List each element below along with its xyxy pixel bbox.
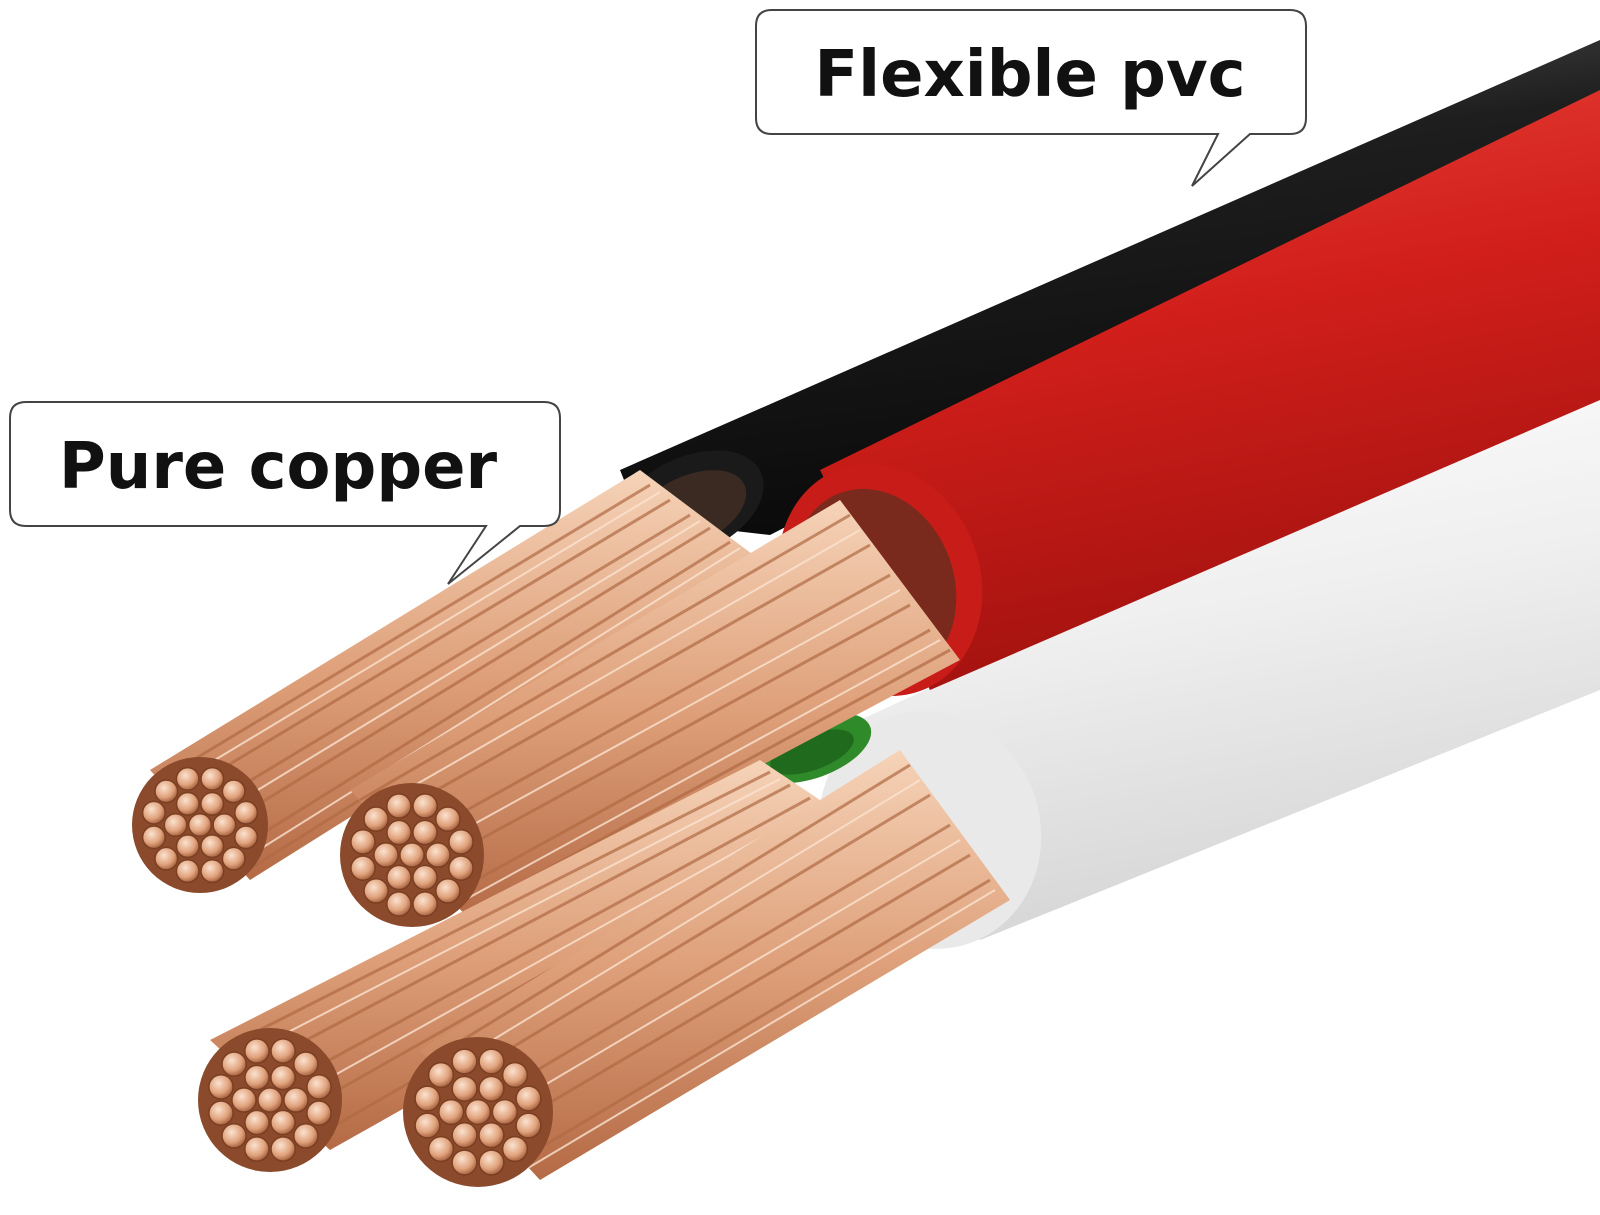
strand-end-back-right	[448, 855, 474, 881]
strand-end-back-right	[373, 842, 399, 868]
strand-end-back-right	[399, 842, 425, 868]
strand-end-front-right	[427, 1135, 455, 1163]
strand-end-front-right	[491, 1098, 518, 1126]
strand-end-front-right	[438, 1098, 465, 1126]
strand-ends	[141, 766, 542, 1176]
strand-end-back-left	[175, 859, 200, 884]
strand-end-back-right	[386, 819, 412, 846]
strand-end-back-right	[435, 806, 461, 832]
strand-end-front-left	[293, 1123, 319, 1149]
strand-end-front-right	[451, 1122, 478, 1149]
strand-end-back-left	[234, 800, 259, 825]
strand-end-front-left	[244, 1038, 270, 1064]
strand-end-front-left	[270, 1038, 296, 1064]
strand-end-back-left	[163, 812, 188, 838]
strand-end-front-right	[451, 1149, 478, 1176]
strand-end-back-left	[200, 859, 225, 884]
strand-end-front-right	[501, 1061, 529, 1089]
strand-end-front-left	[270, 1109, 296, 1136]
strand-end-back-left	[175, 834, 200, 859]
strand-end-front-right	[414, 1112, 441, 1139]
strand-end-front-right	[414, 1085, 441, 1112]
strand-end-back-left	[154, 779, 179, 804]
strand-end-front-left	[283, 1087, 309, 1113]
strand-end-back-left	[175, 766, 200, 791]
strand-end-back-left	[200, 834, 225, 859]
strand-end-front-right	[427, 1061, 455, 1089]
strand-end-front-left	[208, 1074, 234, 1100]
strand-end-back-left	[200, 791, 225, 816]
strand-end-front-left	[208, 1100, 234, 1126]
strand-end-back-right	[412, 819, 438, 846]
strand-end-back-right	[412, 793, 438, 819]
strand-end-front-left	[270, 1136, 296, 1162]
strand-end-back-left	[234, 825, 259, 850]
strand-end-back-left	[141, 800, 166, 825]
strand-end-front-right	[501, 1135, 529, 1163]
strand-end-front-left	[221, 1051, 247, 1077]
callout-pure-copper-label: Pure copper	[59, 430, 498, 504]
strand-end-front-right	[478, 1048, 505, 1075]
strand-end-back-right	[448, 829, 474, 855]
strand-end-back-left	[175, 791, 200, 816]
strand-end-front-right	[515, 1085, 542, 1112]
strand-end-back-left	[141, 825, 166, 850]
strand-end-front-left	[306, 1074, 332, 1100]
strand-end-front-left	[257, 1087, 283, 1113]
strand-end-front-right	[451, 1075, 478, 1102]
strand-end-back-right	[363, 806, 389, 832]
strand-end-front-left	[306, 1100, 332, 1126]
strand-end-back-right	[350, 855, 376, 881]
strand-end-front-left	[270, 1064, 296, 1091]
strand-end-back-left	[212, 812, 237, 838]
strand-end-back-right	[386, 891, 412, 917]
strand-end-back-left	[200, 766, 225, 791]
strand-end-back-left	[221, 846, 246, 871]
strand-end-back-left	[221, 779, 246, 804]
callout-pure-copper: Pure copper	[9, 401, 561, 585]
strand-end-back-right	[412, 864, 438, 891]
strand-end-back-right	[412, 891, 438, 917]
strand-end-front-right	[464, 1098, 492, 1126]
strand-end-front-left	[244, 1109, 270, 1136]
strand-end-front-right	[515, 1112, 542, 1139]
strand-end-front-right	[451, 1048, 478, 1075]
strand-end-back-right	[386, 864, 412, 891]
strand-end-back-left	[187, 812, 213, 838]
strand-end-front-left	[293, 1051, 319, 1077]
strand-end-back-left	[154, 846, 179, 871]
strand-end-front-right	[478, 1149, 505, 1176]
strand-end-back-right	[435, 878, 461, 904]
strand-end-front-right	[478, 1075, 505, 1102]
callout-flexible-pvc: Flexible pvc	[755, 9, 1307, 187]
callout-flexible-pvc-label: Flexible pvc	[814, 38, 1245, 112]
strand-end-front-left	[231, 1087, 257, 1113]
strand-end-back-right	[425, 842, 451, 868]
strand-end-front-right	[478, 1122, 505, 1149]
strand-end-front-left	[244, 1064, 270, 1091]
strand-end-back-right	[386, 793, 412, 819]
strand-end-back-right	[350, 829, 376, 855]
strand-end-front-left	[221, 1123, 247, 1149]
strand-end-front-left	[244, 1136, 270, 1162]
strand-end-back-right	[363, 878, 389, 904]
